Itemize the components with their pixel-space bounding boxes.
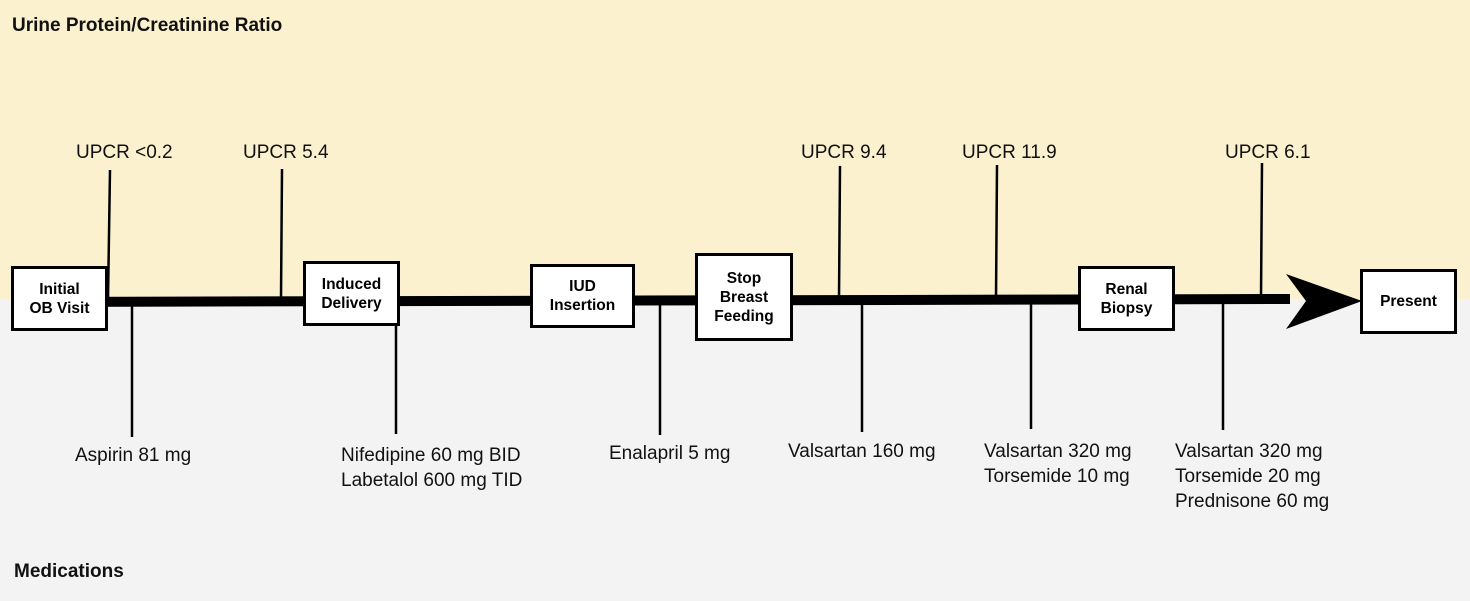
- medications-section-title: Medications: [14, 561, 124, 582]
- medication-label: Valsartan 160 mg: [788, 439, 936, 464]
- medication-label: Valsartan 320 mg Torsemide 10 mg: [984, 439, 1132, 489]
- event-label-line: Renal: [1105, 280, 1148, 298]
- event-box: IUD Insertion: [530, 264, 635, 328]
- event-box-text: Present: [1380, 292, 1437, 311]
- timeline-arrowhead: [1286, 274, 1362, 329]
- medication-label: Enalapril 5 mg: [609, 441, 730, 466]
- upcr-label: UPCR <0.2: [76, 142, 173, 163]
- upcr-tick: [279, 168, 284, 300]
- upcr-tick: [994, 164, 999, 300]
- medication-line: Valsartan 160 mg: [788, 441, 936, 462]
- medication-line: Nifedipine 60 mg BID: [341, 445, 521, 466]
- medication-label: Nifedipine 60 mg BID Labetalol 600 mg TID: [341, 443, 522, 493]
- upcr-tick: [1259, 162, 1264, 300]
- event-label-line: Initial: [39, 280, 80, 298]
- upcr-label: UPCR 5.4: [243, 142, 329, 163]
- event-label-line: Induced: [321, 275, 382, 293]
- event-label-line: Biopsy: [1100, 299, 1153, 317]
- medication-line: Aspirin 81 mg: [75, 445, 192, 466]
- upcr-label: UPCR 11.9: [962, 142, 1057, 163]
- event-label-line: Stop: [726, 269, 762, 287]
- event-label-line: Feeding: [714, 307, 774, 325]
- upcr-section-title: Urine Protein/Creatinine Ratio: [12, 15, 283, 36]
- medication-label: Valsartan 320 mg Torsemide 20 mg Prednison…: [1175, 439, 1329, 514]
- medication-line: Valsartan 320 mg: [1175, 441, 1323, 462]
- medication-line: Valsartan 320 mg: [984, 441, 1132, 462]
- event-label-line: OB Visit: [29, 299, 90, 317]
- event-box: Present: [1360, 269, 1457, 334]
- medication-line: Torsemide 20 mg: [1175, 466, 1321, 487]
- event-box-text: IUD Insertion: [550, 277, 615, 315]
- event-label-line: IUD: [569, 278, 596, 295]
- upcr-panel: [0, 0, 1470, 299]
- upcr-tick: [837, 165, 842, 300]
- event-label-line: Insertion: [549, 297, 616, 314]
- medication-line: Labetalol 600 mg TID: [341, 470, 523, 491]
- medication-line: Enalapril 5 mg: [609, 443, 731, 464]
- medication-line: Torsemide 10 mg: [984, 466, 1130, 487]
- medication-label: Aspirin 81 mg: [75, 443, 191, 468]
- upcr-label: UPCR 9.4: [801, 142, 887, 163]
- event-label-line: Present: [1380, 293, 1437, 310]
- upcr-tick: [106, 169, 112, 300]
- event-label-line: Breast: [719, 288, 769, 306]
- event-label-line: Delivery: [321, 294, 382, 312]
- upcr-label: UPCR 6.1: [1225, 142, 1311, 163]
- medication-line: Prednisone 60 mg: [1175, 491, 1330, 512]
- medications-panel: [0, 299, 1470, 601]
